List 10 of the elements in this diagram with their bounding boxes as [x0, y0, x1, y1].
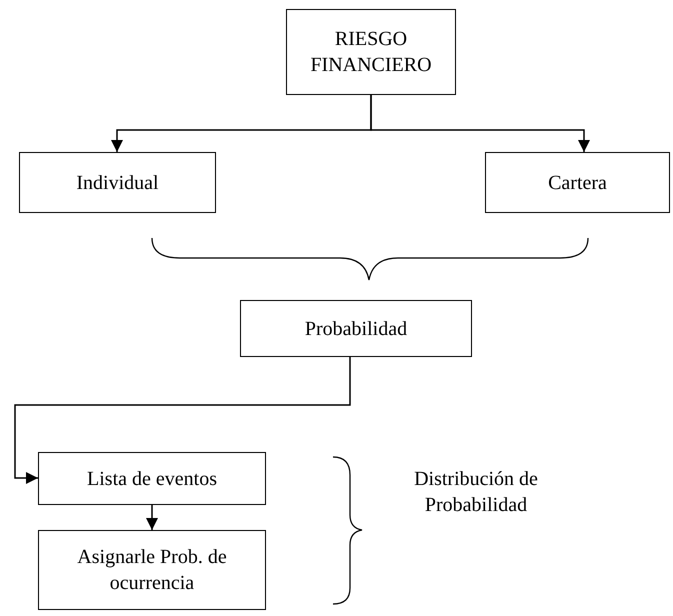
- process-box: Cartera: [485, 152, 670, 213]
- process-box: Lista de eventos: [38, 452, 266, 505]
- process-box: Asignarle Prob. de ocurrencia: [38, 530, 266, 610]
- process-box: Individual: [19, 152, 216, 213]
- process-box: RIESGO FINANCIERO: [286, 9, 456, 95]
- node-label: Distribución de Probabilidad: [378, 453, 574, 531]
- connector-arrow: [370, 95, 590, 152]
- connector-arrow: [146, 505, 158, 530]
- process-box: Probabilidad: [240, 300, 472, 357]
- connector-arrow: [14, 357, 351, 484]
